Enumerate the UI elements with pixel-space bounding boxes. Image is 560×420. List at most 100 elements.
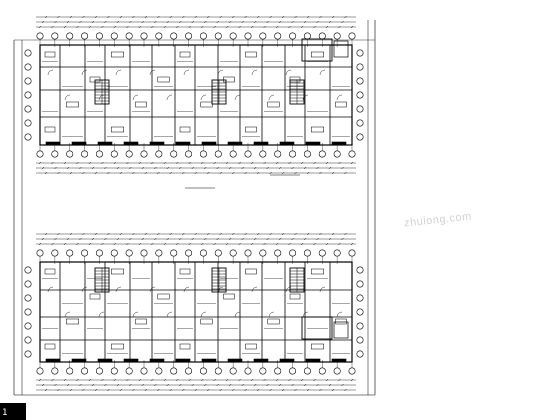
axis-bubble	[259, 249, 267, 257]
dimension-tick	[154, 383, 157, 387]
axis-bubble	[356, 350, 364, 358]
dimension-tick	[69, 171, 73, 175]
dimension-tick	[275, 378, 279, 382]
end-unit-room	[301, 38, 333, 62]
fixture-outline	[111, 268, 124, 275]
dimension-tick	[300, 161, 304, 165]
axis-bubble	[110, 249, 118, 257]
fixture-outline	[111, 126, 124, 133]
dimension-tick	[157, 232, 160, 236]
axis-bubble	[125, 150, 133, 158]
dimension-tick	[91, 383, 95, 387]
door-swing	[81, 69, 88, 76]
dimension-tick	[319, 232, 322, 236]
dimension-tick	[54, 166, 57, 170]
dimension-tick	[241, 383, 244, 387]
fixture-outline	[135, 318, 147, 325]
fixture-outline	[267, 318, 280, 325]
dimension-tick	[138, 242, 142, 246]
dimension-tick	[57, 171, 60, 175]
fixture-outline	[44, 126, 56, 133]
dimension-tick	[244, 232, 247, 236]
dimension-tick	[313, 161, 316, 165]
axis-bubble	[36, 150, 44, 158]
axis-bubble	[274, 32, 282, 40]
dimension-tick	[166, 237, 169, 241]
dimension-tick	[194, 171, 197, 175]
balcony-slab	[175, 358, 191, 363]
dimension-tick	[213, 378, 216, 382]
dimension-tick	[294, 171, 297, 175]
axis-bubble	[333, 150, 341, 158]
axis-bubble	[356, 133, 364, 141]
axis-bubble	[24, 63, 32, 71]
dimension-tick	[76, 25, 79, 29]
dimension-tick	[325, 242, 329, 246]
dimension-tick	[238, 242, 241, 246]
dimension-tick	[191, 20, 194, 24]
door-swing	[251, 286, 258, 293]
dimension-tick	[166, 166, 169, 170]
dimension-tick	[141, 237, 145, 241]
overall-frame	[13, 20, 376, 396]
axis-bubble	[289, 367, 297, 375]
dimension-tick	[341, 166, 344, 170]
dimension-tick	[275, 161, 279, 165]
dimension-tick	[216, 166, 219, 170]
axis-bubble	[170, 150, 178, 158]
dimension-tick	[219, 388, 222, 392]
dimension-tick	[188, 161, 191, 165]
dimension-tick	[266, 20, 269, 24]
axis-bubble	[229, 367, 237, 375]
dimension-tick	[229, 20, 232, 24]
dimension-tick	[256, 15, 260, 19]
dimension-tick	[54, 20, 57, 24]
fixture-outline	[311, 51, 324, 58]
axis-bubble	[185, 150, 193, 158]
axis-bubble	[333, 249, 341, 257]
dimension-tick	[44, 388, 48, 392]
dimension-tick	[188, 378, 191, 382]
axis-bubble	[24, 49, 32, 57]
dimension-tick	[38, 25, 42, 29]
dimension-tick	[253, 20, 257, 24]
dimension-tick	[119, 15, 123, 19]
dimension-tick	[256, 171, 260, 175]
dimension-tick	[300, 25, 304, 29]
door-swing	[64, 311, 71, 318]
dimension-tick	[250, 242, 254, 246]
door-swing	[336, 311, 343, 318]
dimension-tick	[66, 20, 70, 24]
dimension-tick	[278, 20, 282, 24]
dimension-tick	[325, 161, 329, 165]
dimension-tick	[278, 237, 282, 241]
axis-bubble	[155, 249, 163, 257]
dimension-tick	[300, 378, 304, 382]
dimension-tick	[266, 237, 269, 241]
dimension-tick	[313, 378, 316, 382]
door-swing	[149, 286, 156, 293]
dimension-tick	[69, 15, 73, 19]
dimension-tick	[94, 15, 98, 19]
dimension-tick	[238, 378, 241, 382]
dimension-tick	[79, 237, 82, 241]
dimension-tick	[76, 161, 79, 165]
axis-bubble	[289, 32, 297, 40]
dimension-tick	[331, 232, 335, 236]
fixture-outline	[200, 318, 213, 325]
dimension-tick	[232, 232, 235, 236]
door-swing	[183, 286, 190, 293]
axis-bubble	[24, 322, 32, 330]
axis-bubble	[259, 367, 267, 375]
dimension-tick	[166, 20, 169, 24]
dimension-tick	[57, 388, 60, 392]
dimension-tick	[69, 388, 73, 392]
axis-bubble	[348, 249, 356, 257]
dimension-tick	[229, 166, 232, 170]
axis-bubble	[155, 367, 163, 375]
dimension-tick	[219, 171, 222, 175]
fixture-outline	[89, 293, 101, 300]
dimension-tick	[132, 171, 135, 175]
axis-bubble	[95, 150, 103, 158]
dimension-tick	[107, 15, 110, 19]
